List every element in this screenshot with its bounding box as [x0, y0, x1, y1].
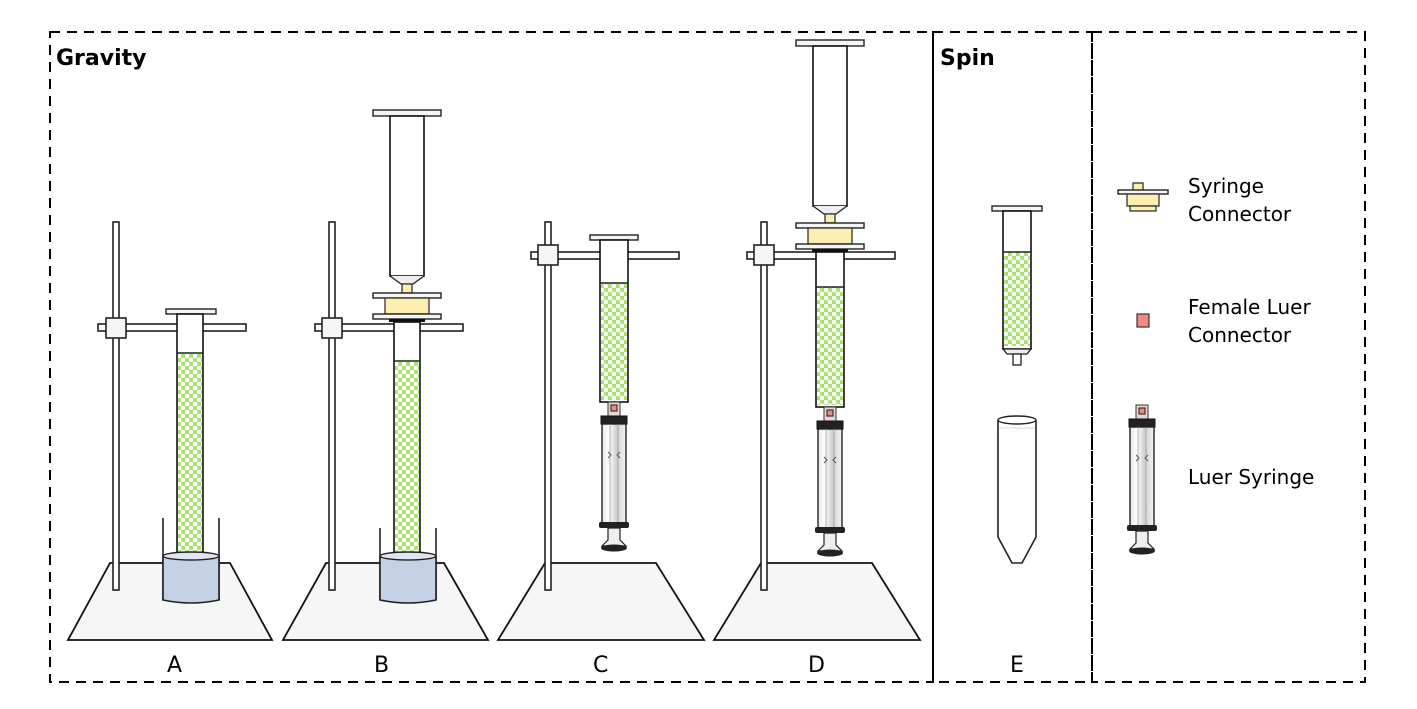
- legend-label-line2: Connector: [1188, 202, 1292, 226]
- setup-b: B: [281, 109, 490, 678]
- legend: Syringe Connector Female Luer Connector …: [1117, 174, 1314, 556]
- clamp-boss: [753, 244, 775, 266]
- luer-syringe-icon: [1126, 404, 1158, 556]
- female-luer-connector-icon: [1136, 313, 1150, 328]
- column: [1001, 210, 1033, 366]
- centrifuge-tube: [997, 415, 1037, 564]
- clamp-arm: [97, 323, 247, 332]
- stand-rod: [112, 221, 120, 591]
- stand-base: [712, 562, 922, 641]
- luer-syringe: [814, 406, 846, 558]
- beaker: [162, 518, 220, 604]
- legend-item-female-luer-connector: Female Luer Connector: [1136, 295, 1311, 347]
- stand-rod: [328, 221, 336, 591]
- setup-label-c: C: [593, 653, 608, 678]
- stand-rod: [544, 221, 552, 591]
- column: [176, 313, 204, 580]
- setup-d: D: [712, 39, 922, 678]
- legend-label-line1: Luer Syringe: [1188, 465, 1314, 489]
- reservoir-syringe: [372, 109, 442, 285]
- legend-frame: [1091, 31, 1366, 683]
- spin-title: Spin: [940, 46, 995, 71]
- column: [393, 321, 421, 588]
- legend-label-line1: Female Luer: [1188, 295, 1311, 319]
- setup-label-a: A: [167, 653, 182, 678]
- syringe-connector: [795, 213, 865, 253]
- legend-label-line1: Syringe: [1188, 174, 1264, 198]
- beaker: [379, 528, 437, 604]
- reservoir-syringe: [795, 39, 865, 215]
- syringe-connector-icon: [1117, 182, 1169, 212]
- setup-label-e: E: [1010, 653, 1024, 678]
- luer-syringe: [598, 401, 630, 553]
- column: [599, 239, 629, 403]
- legend-item-luer-syringe: Luer Syringe: [1126, 404, 1314, 556]
- clamp-boss: [537, 244, 559, 266]
- legend-label-line2: Connector: [1188, 323, 1292, 347]
- setup-label-b: B: [374, 653, 389, 678]
- setup-a: A: [66, 221, 274, 678]
- setup-label-d: D: [808, 653, 825, 678]
- column: [815, 251, 845, 408]
- syringe-connector: [372, 283, 442, 323]
- legend-item-syringe-connector: Syringe Connector: [1117, 174, 1292, 226]
- legend-panel: [1091, 31, 1366, 683]
- stand-base: [496, 562, 706, 641]
- clamp-arm: [314, 323, 464, 332]
- stand-rod: [760, 221, 768, 591]
- clamp-boss: [321, 317, 343, 339]
- setup-e: E: [991, 205, 1043, 678]
- clamp-boss: [105, 317, 127, 339]
- gravity-title: Gravity: [56, 46, 147, 71]
- setup-c: C: [496, 221, 706, 678]
